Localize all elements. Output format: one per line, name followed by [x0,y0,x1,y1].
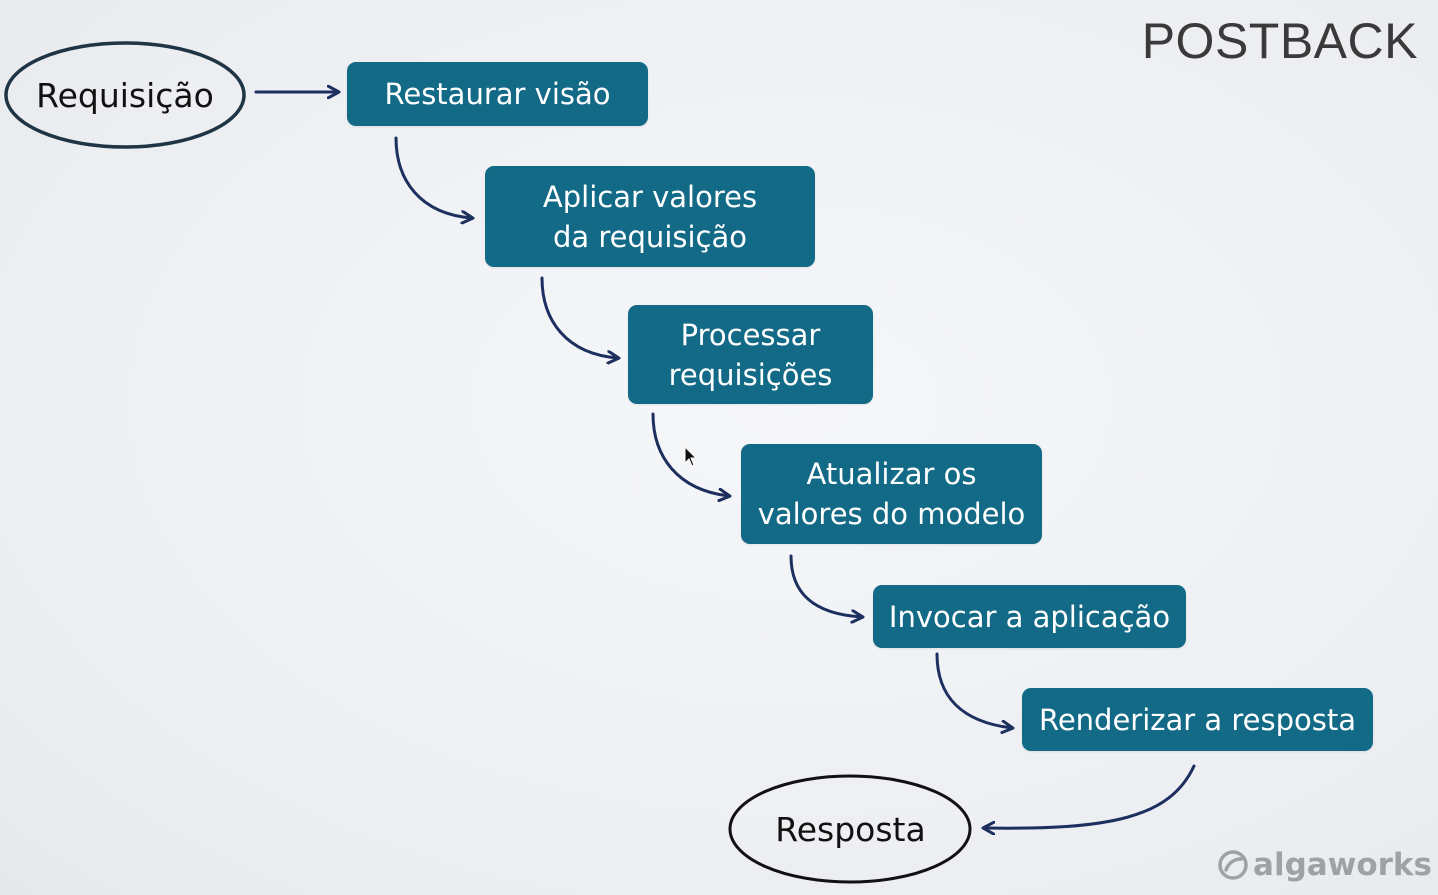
step-restaurar-visao: Restaurar visão [347,62,648,126]
arrow-step-1-to-step-2 [394,136,472,218]
arrow-step-6-to-end [984,764,1196,828]
start-ellipse [4,41,246,149]
mouse-cursor-icon [684,446,698,467]
slide-title: POSTBACK [1141,13,1418,69]
end-ellipse [728,774,972,884]
step-renderizar-resposta: Renderizar a resposta [1022,688,1373,751]
step-processar-requisicoes: Processar requisições [628,305,873,404]
arrow-step-3-to-step-4 [651,412,729,496]
end-node-label: Resposta [775,809,926,849]
arrow-step-5-to-step-6 [935,652,1012,728]
arrow-step-4-to-step-5 [789,554,862,617]
step-atualizar-modelo: Atualizar os valores do modelo [741,444,1042,544]
step-invocar-aplicacao: Invocar a aplicação [873,585,1186,648]
algaworks-logo-icon [1218,850,1248,880]
logo-text: algaworks [1253,847,1432,883]
arrow-step-2-to-step-3 [540,276,618,358]
algaworks-logo: algaworks [1217,847,1432,883]
start-node-label: Requisição [36,75,214,115]
step-aplicar-valores: Aplicar valores da requisição [485,166,815,267]
